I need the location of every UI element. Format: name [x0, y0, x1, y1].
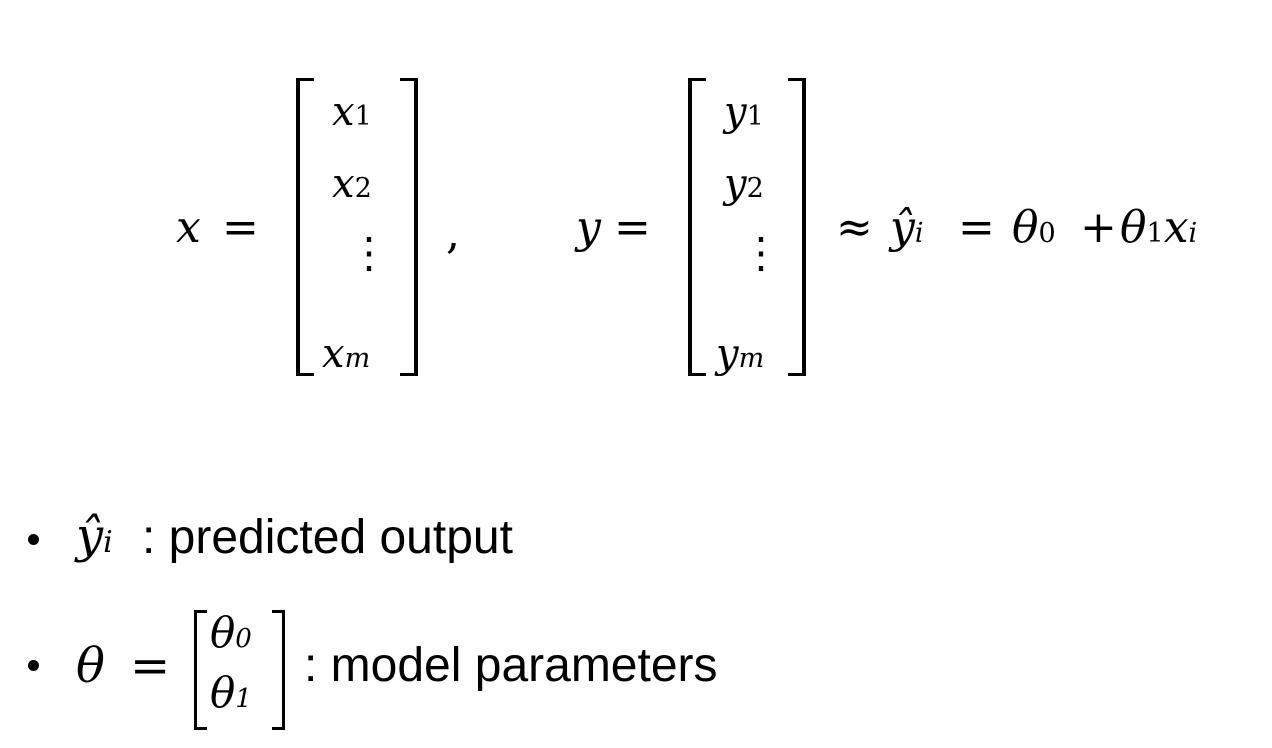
y-vector-entry-m: ym: [716, 331, 765, 377]
bullet-2-text: : model parameters: [304, 639, 718, 692]
bullet-1-text: : predicted output: [142, 511, 513, 564]
x-vector-left-bracket: [296, 78, 314, 376]
y-vector-vdots: ⋮: [740, 228, 782, 277]
x-vector-entry-m: xm: [322, 331, 371, 377]
x-lhs: x: [176, 202, 201, 253]
bullet-dot-2: [28, 660, 39, 671]
comma: ,: [446, 208, 460, 259]
x-vector-vdots: ⋮: [348, 228, 390, 277]
theta-0: θ0: [1012, 202, 1056, 253]
y-vector-left-bracket: [688, 78, 706, 376]
theta-vector-right-bracket: [272, 610, 285, 730]
theta-1-x-i: θ1xi: [1120, 202, 1198, 253]
y-equals: =: [614, 202, 651, 253]
plus-sign: +: [1080, 202, 1117, 253]
bullet-2-symbol: θ: [76, 638, 105, 694]
y-vector-entry-1: y1: [724, 89, 764, 135]
y-vector-entry-2: y2: [724, 161, 764, 207]
bullet-1-symbol: ŷi: [76, 508, 113, 564]
x-vector-right-bracket: [400, 78, 418, 376]
prediction-equals: =: [958, 202, 995, 253]
approx-sign: ≈: [836, 202, 873, 253]
theta-vector-entry-1: θ1: [210, 668, 252, 717]
bullet-2-equals: =: [130, 638, 171, 694]
x-vector-entry-2: x2: [332, 161, 372, 207]
y-vector-right-bracket: [788, 78, 806, 376]
bullet-dot-1: [28, 534, 39, 545]
y-hat-i: ŷi: [890, 202, 924, 253]
theta-vector-left-bracket: [194, 610, 207, 730]
y-lhs: y: [576, 202, 601, 253]
theta-vector-entry-0: θ0: [210, 608, 252, 657]
x-equals: =: [222, 202, 259, 253]
x-vector-entry-1: x1: [332, 89, 372, 135]
